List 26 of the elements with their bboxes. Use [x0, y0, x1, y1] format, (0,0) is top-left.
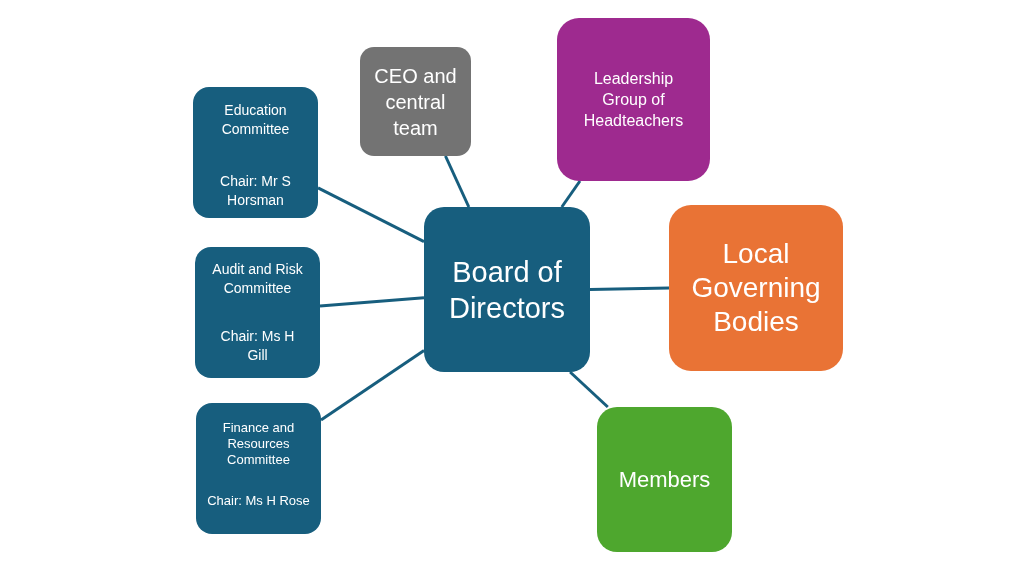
- connector-line: [569, 370, 609, 409]
- team-box: [360, 47, 471, 156]
- board-box: [424, 207, 590, 372]
- node-title: Local Governing Bodies: [690, 237, 822, 339]
- node-subtitle: Chair: Ms H Rose: [207, 493, 310, 509]
- node-subtitle: Chair: Mr S Horsman: [219, 172, 292, 210]
- committee-box: [196, 403, 321, 534]
- connector-line: [560, 180, 582, 208]
- node-title: Finance and Resources Committee: [221, 420, 296, 468]
- connector-line: [444, 155, 471, 208]
- group-box: [557, 18, 710, 181]
- governing-box: [669, 205, 843, 371]
- node-subtitle: Chair: Ms H Gill: [219, 327, 296, 365]
- connector-line: [589, 286, 670, 291]
- connector-line: [320, 349, 425, 422]
- members-box: [597, 407, 732, 552]
- node-title: Audit and Risk Committee: [211, 260, 304, 298]
- connector-line: [317, 186, 425, 243]
- node-title: Board of Directors: [448, 254, 566, 326]
- connector-line: [319, 296, 425, 308]
- node-title: CEO and central team: [373, 63, 458, 141]
- node-title: Education Committee: [220, 101, 291, 139]
- node-title: Leadership Group of Headteachers: [582, 69, 685, 131]
- committee-box: [193, 87, 318, 218]
- node-title: Members: [618, 465, 711, 494]
- committee-box: [195, 247, 320, 378]
